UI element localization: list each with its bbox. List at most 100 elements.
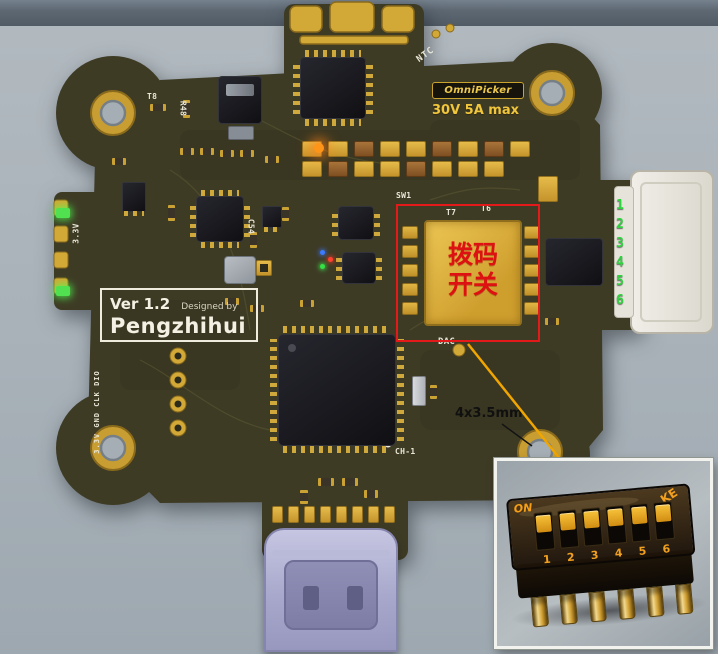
regulator-ic-chip [196,196,244,242]
resistor [545,318,559,325]
jst-connector-opening [640,182,702,322]
chip-pins [293,62,300,114]
chip-pins [374,210,380,236]
dip-switch-inset-photo: ON KE 1 2 3 4 5 6 [494,458,713,649]
resistor [430,385,437,399]
mounting-hole [529,70,575,116]
silkscreen-ch1: CH-1 [395,447,416,456]
switch-knob [559,512,576,531]
pad [402,264,418,277]
chip-pins [201,190,239,196]
capacitor [538,176,558,202]
voltage-current-rating: 30V 5A max [432,103,520,118]
pad [384,506,395,523]
mcu-pins [283,446,391,453]
pad [336,506,347,523]
capacitor-top [226,84,254,96]
switch-slot [628,502,652,543]
indicator-led-red [328,257,333,262]
dip-position-number: 2 [566,550,576,565]
switch-knob [535,514,552,533]
crystal-oscillator [224,256,256,284]
dip-position-number: 6 [662,542,671,556]
switch-slot [652,500,676,541]
version-silkscreen-box: Ver 1.2 Designed by Pengzhihui [100,288,258,342]
pad [320,506,331,523]
capacitor [328,141,348,157]
resistor [112,158,126,165]
silkscreen-sw1: SW1 [396,191,412,200]
switch-slot [557,509,580,549]
pad [352,506,363,523]
mounting-hole [90,90,136,136]
pad [402,226,418,239]
capacitor [510,141,530,157]
version-line: Ver 1.2 Designed by [110,294,248,313]
capacitor [302,161,322,177]
mcu-pins [283,326,391,333]
pad [288,506,299,523]
programming-pads [169,347,187,437]
silkscreen-t7: T7 [446,208,457,217]
capacitor [354,141,374,157]
silkscreen-3v3: 3.3V [71,223,81,244]
small-component [228,126,254,140]
dip-switch-highlight-box [396,204,540,342]
capacitor [484,161,504,177]
capacitor [406,141,426,157]
silkscreen-programming-pads: 3.3V GND CLK DIO [93,370,101,454]
dip-position-number: 3 [590,548,600,563]
usb-c-slot [347,586,363,610]
dip-label-line1: 拨码 [447,240,498,269]
switch-slot [604,505,628,545]
usb-c-opening [284,560,378,630]
chip-pins [366,62,373,114]
capacitor [380,161,400,177]
connector-driver-chip [545,238,603,286]
mounting-hole-spec-label: 4x3.5mm [455,406,523,421]
resistor [318,478,334,486]
dip-switch-chinese-label: 拨码 开关 [426,222,520,300]
capacitor [328,161,348,177]
usb-c-shell-band [272,550,390,556]
capacitor-c54 [250,232,257,248]
resistor [168,205,175,221]
connector-pin-number: 4 [616,255,624,270]
chip-pins [332,210,338,236]
silkscreen-dac: DAC [438,337,456,347]
indicator-led-blue [320,250,325,255]
resistor [265,156,279,163]
switch-pin [530,596,550,628]
pad-square [256,260,272,276]
pad [402,245,418,258]
capacitor [458,141,478,157]
switch-pin [675,583,694,615]
dip-switch-3d: ON KE 1 2 3 4 5 6 [505,479,709,634]
resistor [225,298,239,305]
capacitor [406,161,426,177]
capacitor [432,161,452,177]
silkscreen-c54: C54 [246,218,256,235]
indicator-led-green [320,264,325,269]
switch-slot [581,507,604,547]
chip-pins [376,256,382,280]
pad [272,506,283,523]
top-edge-pads [289,1,415,45]
capacitor [380,141,400,157]
chip-pins [305,50,361,57]
pad-center [260,264,268,272]
silkscreen-r48: R48 [178,100,188,117]
power-led-orange [314,143,324,153]
mcu-pins [270,339,277,441]
designer-name: Pengzhihui [110,314,247,338]
resistor [180,148,194,155]
dip-pads-left [402,226,418,315]
silkscreen-t6: T6 [481,204,492,213]
resistor [150,104,166,111]
ldo-legs [124,211,144,216]
switch-knob [655,504,672,523]
version-text: Ver 1.2 [110,295,171,313]
connector-pin-number: 5 [616,274,624,289]
transistor-legs [264,227,280,232]
